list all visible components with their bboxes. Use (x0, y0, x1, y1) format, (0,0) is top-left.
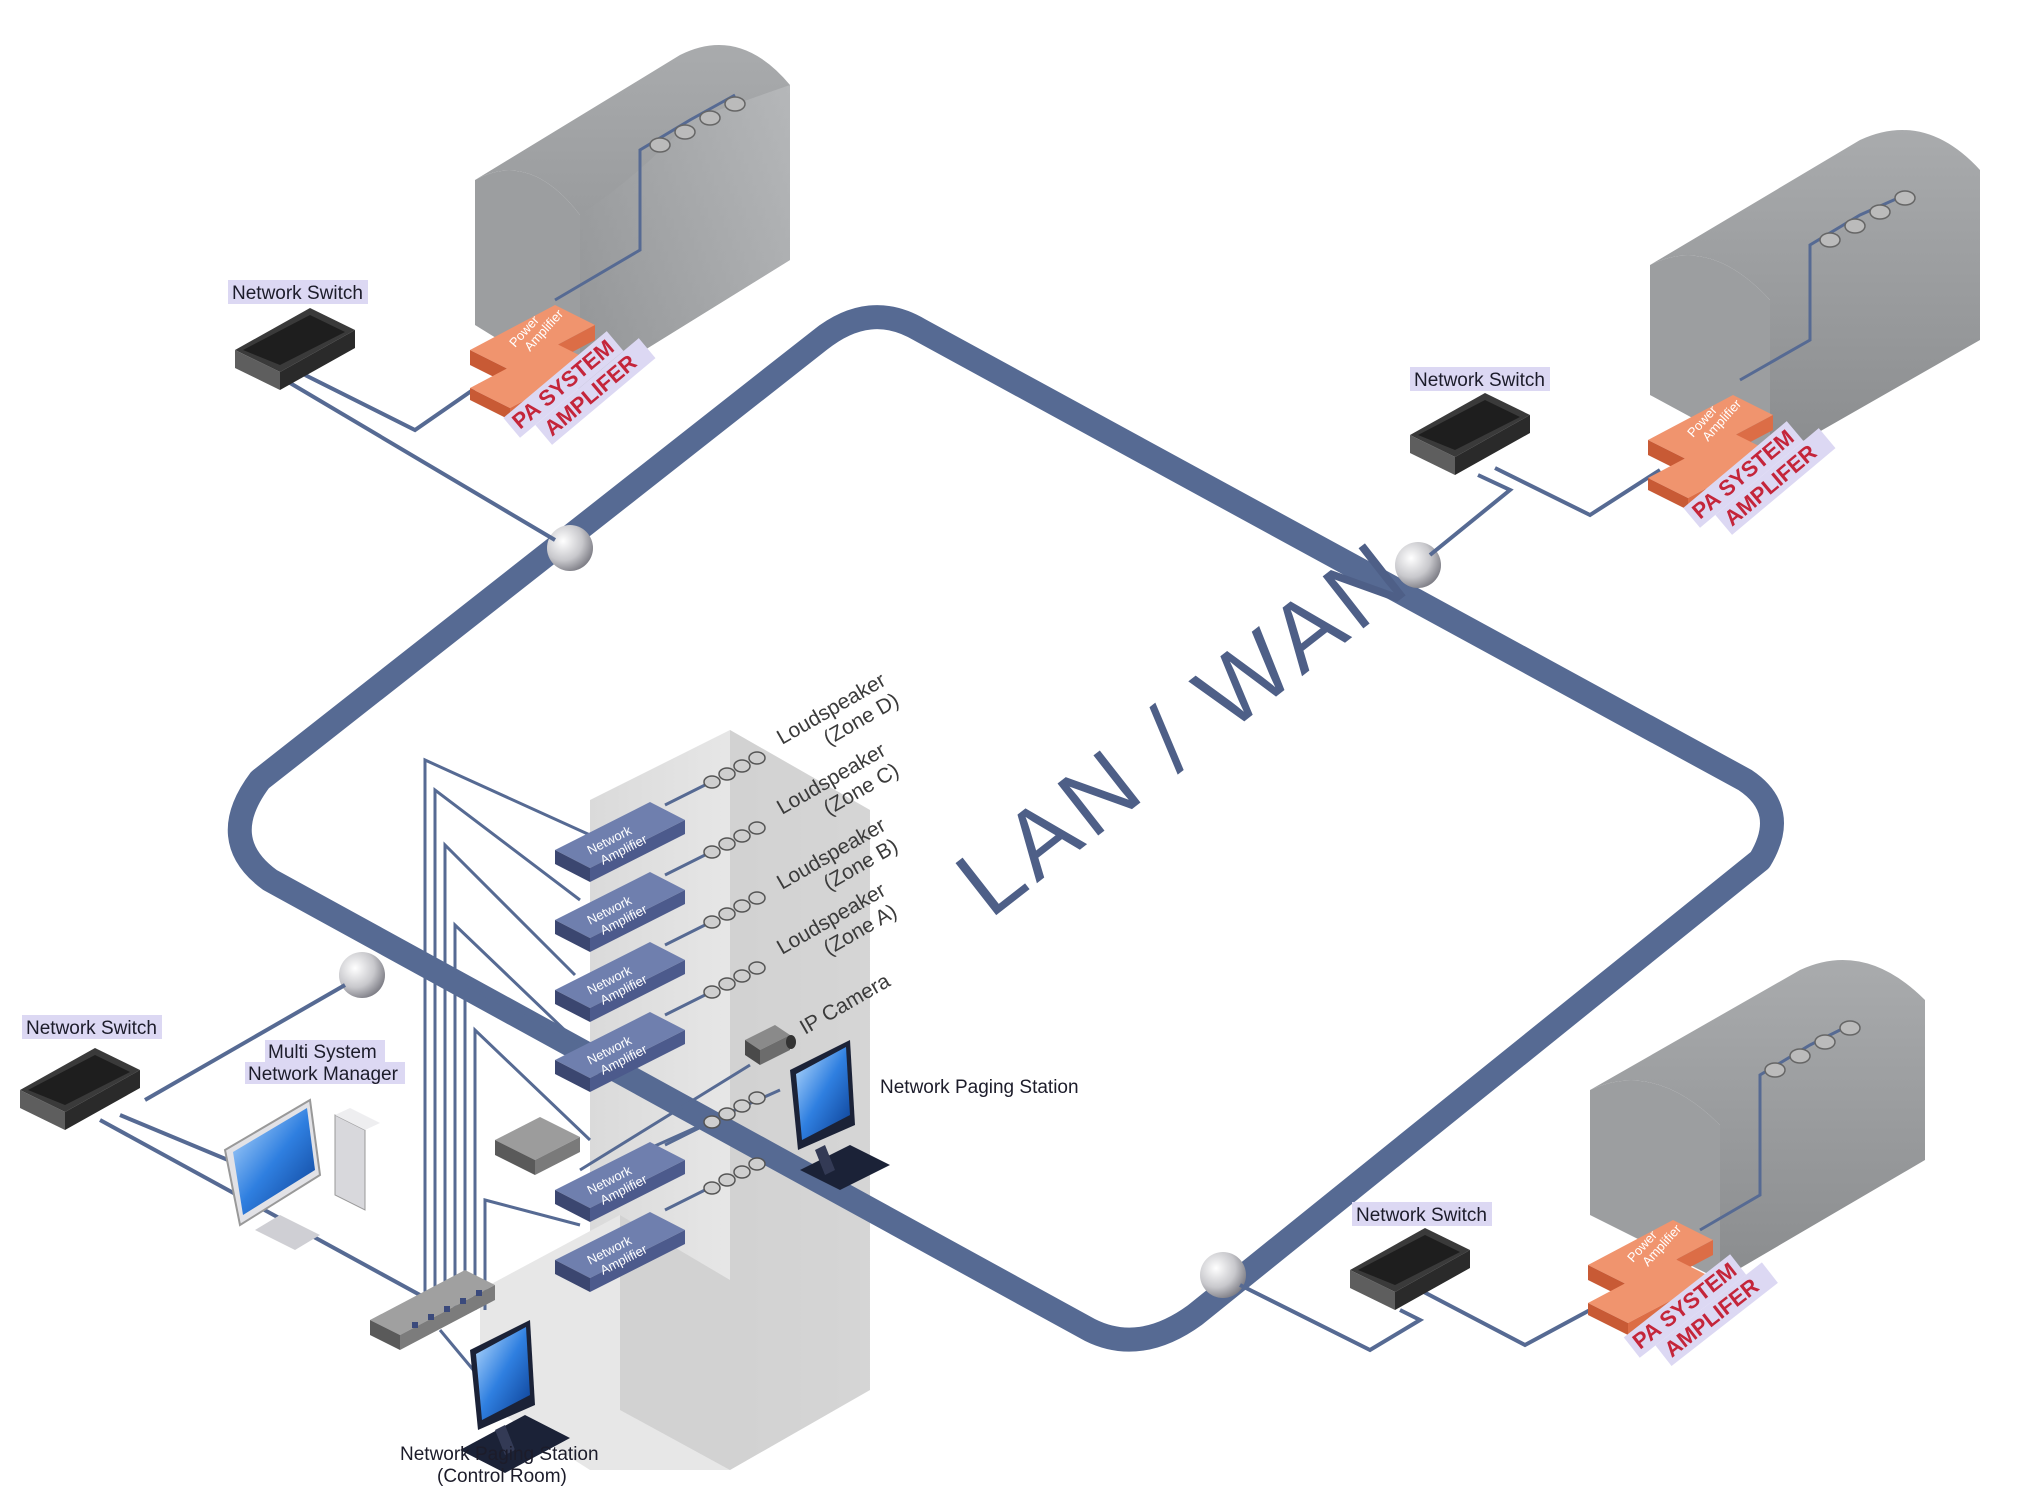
network-manager-label-line2: Network Manager (248, 1064, 399, 1085)
network-switch-right-label: Network Switch (1414, 370, 1545, 391)
ring-node-bottom (1200, 1252, 1246, 1298)
paging-station-control-label-line2: (Control Room) (437, 1466, 567, 1487)
network-switch-top-left-icon (235, 308, 355, 390)
network-manager-label-line1: Multi System (268, 1042, 377, 1063)
equipment-rack (480, 730, 870, 1470)
ring-node-left (339, 952, 385, 998)
tunnel-top-right (1650, 130, 1980, 460)
tunnel-bottom-right (1590, 960, 1925, 1280)
network-switch-top-left-label: Network Switch (232, 283, 363, 304)
paging-station-control-label-line1: Network Paging Station (400, 1444, 599, 1465)
cables (99, 373, 1662, 1391)
paging-station-control-room-icon (460, 1320, 570, 1473)
loudspeaker-zone-a-icon (703, 961, 766, 999)
loudspeaker-zone-b-icon (703, 891, 766, 929)
network-amplifier-5: Network Amplifier (555, 1142, 685, 1222)
loudspeaker-zone-d-icon (703, 751, 766, 789)
loudspeaker-zone-c-icon (703, 821, 766, 859)
paging-station-label: Network Paging Station (880, 1077, 1079, 1098)
loudspeaker-extra-2-icon (703, 1157, 766, 1195)
paging-station-icon (790, 1040, 890, 1190)
rack-switch-icon (495, 1117, 580, 1175)
network-amplifier-4: Network Amplifier (555, 1012, 685, 1092)
network-switch-bottom-label: Network Switch (1356, 1205, 1487, 1226)
lan-wan-ring (227, 305, 1784, 1352)
network-switch-left-label: Network Switch (26, 1018, 157, 1039)
network-manager-computer-icon (223, 1098, 380, 1250)
loudspeaker-extra-1-icon (703, 1091, 766, 1129)
ring-node-top-left (547, 525, 593, 571)
labels: Network Switch Network Switch Network Sw… (22, 280, 1550, 1487)
network-switch-bottom-icon (1350, 1228, 1470, 1310)
loudspeaker-clusters (703, 751, 766, 1195)
ring-node-top-right (1395, 542, 1441, 588)
lan-wan-label: LAN / WAN (937, 519, 1429, 936)
network-switch-right-icon (1410, 393, 1530, 475)
network-switch-left-icon (20, 1048, 140, 1130)
ip-camera-icon (745, 1025, 796, 1065)
network-amplifier-6: Network Amplifier (555, 1212, 685, 1292)
hub-switch-icon (370, 1270, 495, 1350)
network-amplifier-1: Network Amplifier (555, 802, 685, 882)
